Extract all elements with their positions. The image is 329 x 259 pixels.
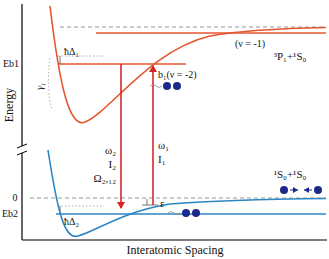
detuning-label: ε [160, 198, 165, 209]
intensity-label: I₂ [109, 159, 117, 170]
linewidth-label: γ₁ [34, 81, 45, 91]
energy-label: Eb2 [2, 209, 18, 219]
state-label: b₁(ν = -2) [158, 70, 197, 80]
frequency-label: ω₂ [105, 145, 116, 156]
energy-label: Eb1 [3, 59, 19, 69]
intensity-label: I₁ [158, 154, 166, 165]
asymptote-label: ³P₁+¹S₀ [274, 51, 307, 62]
asymptote-label: ¹S₀+¹S₀ [274, 169, 307, 180]
axis-title: Interatomic Spacing [127, 244, 224, 256]
energy-label: 0 [13, 193, 18, 203]
state-label: (ν = -1) [235, 39, 265, 49]
detuning-label: ħΔ₂ [64, 217, 79, 227]
frequency-label: ω₁ [158, 140, 169, 151]
detuning-label: ħΔ₁ [64, 47, 79, 57]
axis-title: Energy [3, 88, 15, 122]
rabi-label: Ω₂,₁₂ [94, 173, 116, 184]
